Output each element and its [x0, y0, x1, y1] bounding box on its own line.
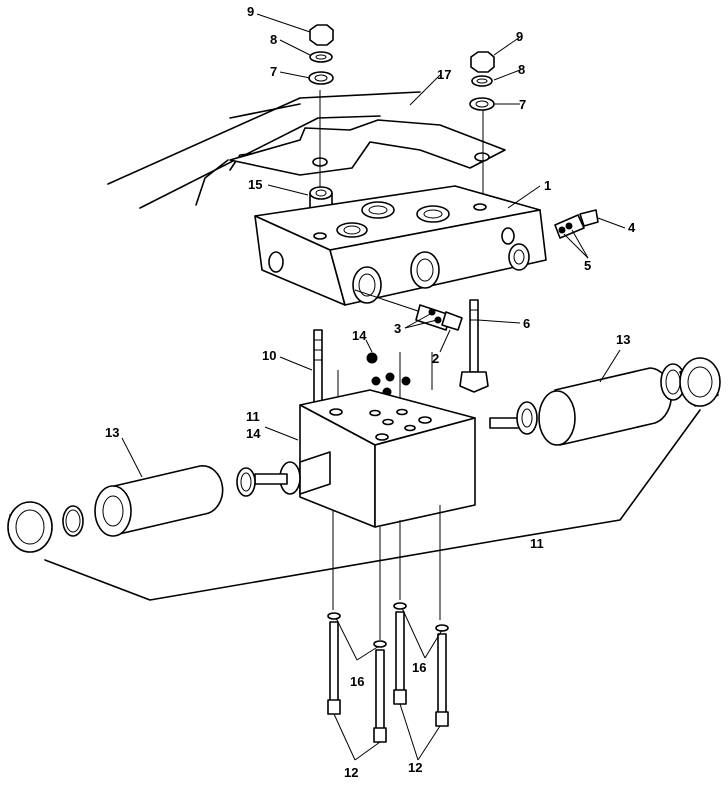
callout-7-right: 7 [519, 97, 526, 112]
chassis-frame [107, 91, 421, 209]
callout-9-right: 9 [516, 29, 523, 44]
leader-lines [121, 13, 626, 761]
left-cartridge-assembly [7, 451, 331, 553]
mounting-bracket [229, 119, 506, 176]
upper-valve-block [254, 185, 547, 306]
bolt-6 [459, 299, 489, 393]
callout-11-assembly: 11 [530, 536, 544, 551]
callout-12-right: 12 [408, 760, 422, 775]
callout-2: 2 [432, 351, 439, 366]
callout-7-left: 7 [270, 64, 277, 79]
callout-5: 5 [584, 258, 591, 273]
callout-14-top: 14 [352, 328, 367, 343]
callout-labels: 9 8 7 9 8 7 17 1 15 4 5 6 3 2 14 10 11 1… [105, 4, 636, 780]
callout-11-block: 11 [246, 409, 260, 424]
lower-valve-block [299, 389, 476, 528]
right-hardware-stack [469, 51, 495, 200]
callout-8-left: 8 [270, 32, 277, 47]
callout-13-right: 13 [616, 332, 630, 347]
lower-bolt-set [327, 505, 449, 743]
callout-16-right: 16 [412, 660, 426, 675]
callout-1: 1 [544, 178, 551, 193]
callout-13-left: 13 [105, 425, 119, 440]
left-hardware-stack [308, 24, 334, 240]
callout-8-right: 8 [518, 62, 525, 77]
callout-15: 15 [248, 177, 262, 192]
callout-4: 4 [628, 220, 636, 235]
right-cartridge-assembly [489, 357, 721, 446]
callout-17: 17 [437, 67, 451, 82]
lower-fitting [354, 289, 463, 331]
callout-14-block: 14 [246, 426, 261, 441]
callout-3: 3 [394, 321, 401, 336]
callout-6: 6 [523, 316, 530, 331]
callout-16-left: 16 [350, 674, 364, 689]
side-fitting [554, 209, 599, 239]
small-o-rings [337, 352, 433, 440]
callout-10: 10 [262, 348, 276, 363]
callout-12-left: 12 [344, 765, 358, 780]
assembly-leader-11 [44, 409, 701, 601]
callout-9-left: 9 [247, 4, 254, 19]
